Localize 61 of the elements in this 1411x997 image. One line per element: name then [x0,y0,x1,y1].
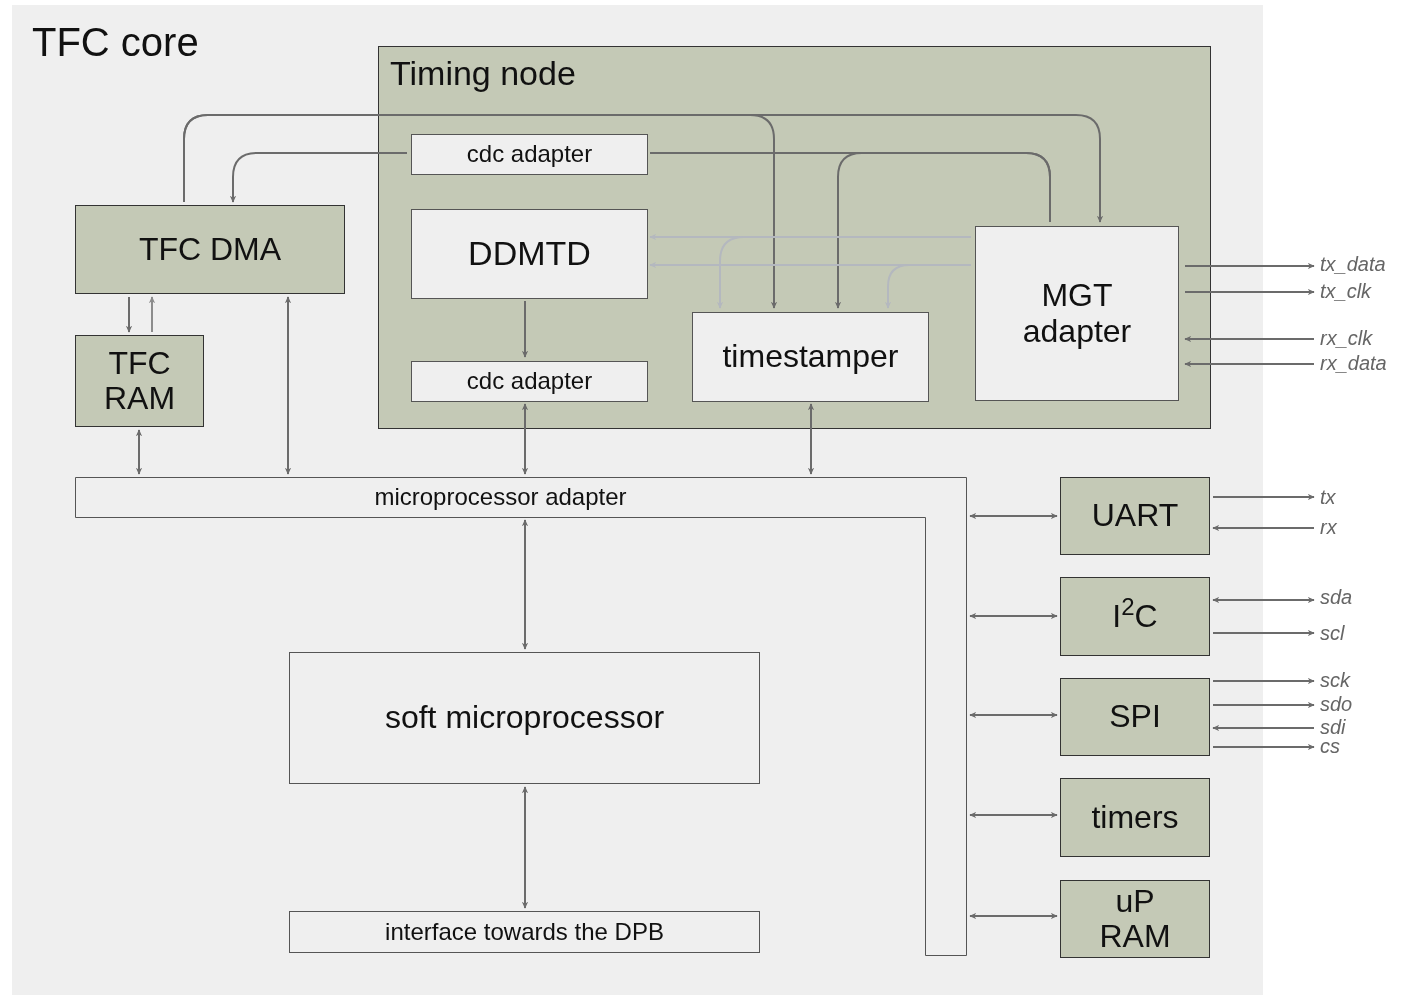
arrow [183,114,1104,223]
arrow [969,512,1058,520]
block-box: cdc adapter [411,134,648,175]
block-box: SPI [1060,678,1210,756]
arrow [521,300,529,358]
arrow [1212,596,1315,604]
arrow [1184,335,1315,343]
arrow [969,711,1058,719]
arrow [969,912,1058,920]
block-box: TFC DMA [75,205,345,294]
arrow [1212,677,1315,685]
signal-label: sdo [1320,695,1405,714]
bus-bar [75,477,967,956]
arrow [148,296,156,333]
group-title: TFC core [32,22,199,62]
arrow [1212,493,1315,501]
signal-label: rx_data [1320,354,1405,373]
block-box: cdc adapter [411,361,648,402]
arrow [521,403,529,475]
signal-label: rx [1320,518,1405,537]
signal-label: scl [1320,624,1405,643]
arrow [834,152,1051,309]
arrow [1184,288,1315,296]
block-box: TFC RAM [75,335,204,427]
timing-node-panel [378,46,1211,429]
group-title: Timing node [390,56,576,90]
signal-label: sda [1320,588,1405,607]
block-box: soft microprocessor [289,652,760,784]
block-label: microprocessor adapter [374,482,627,512]
signal-label: tx_data [1320,255,1405,274]
arrow [229,152,408,203]
arrow [969,811,1058,819]
block-box: MGT adapter [975,226,1179,401]
arrow [521,786,529,909]
signal-label: cs [1320,737,1405,756]
arrow [1212,701,1315,709]
block-box: UART [1060,477,1210,555]
block-box: I$^{2}$C [1060,577,1210,656]
arrow [1212,629,1315,637]
block-box: DDMTD [411,209,648,299]
signal-label: tx_clk [1320,282,1405,301]
arrow [1212,724,1315,732]
arrow [284,296,292,475]
signal-label: sdi [1320,718,1405,737]
arrow [969,612,1058,620]
block-box: interface towards the DPB [289,911,760,953]
block-box: uP RAM [1060,880,1210,958]
arrow [125,296,133,333]
arrow [1184,360,1315,368]
block-box: timers [1060,778,1210,857]
signal-label: sck [1320,671,1405,690]
block-box: timestamper [692,312,929,402]
signal-label: tx [1320,488,1405,507]
signal-label: rx_clk [1320,329,1405,348]
core-panel [12,5,1263,995]
arrow [135,429,143,475]
arrow [1184,262,1315,270]
arrow [521,519,529,650]
arrow [1212,524,1315,532]
arrow [807,403,815,475]
arrow [1212,743,1315,751]
